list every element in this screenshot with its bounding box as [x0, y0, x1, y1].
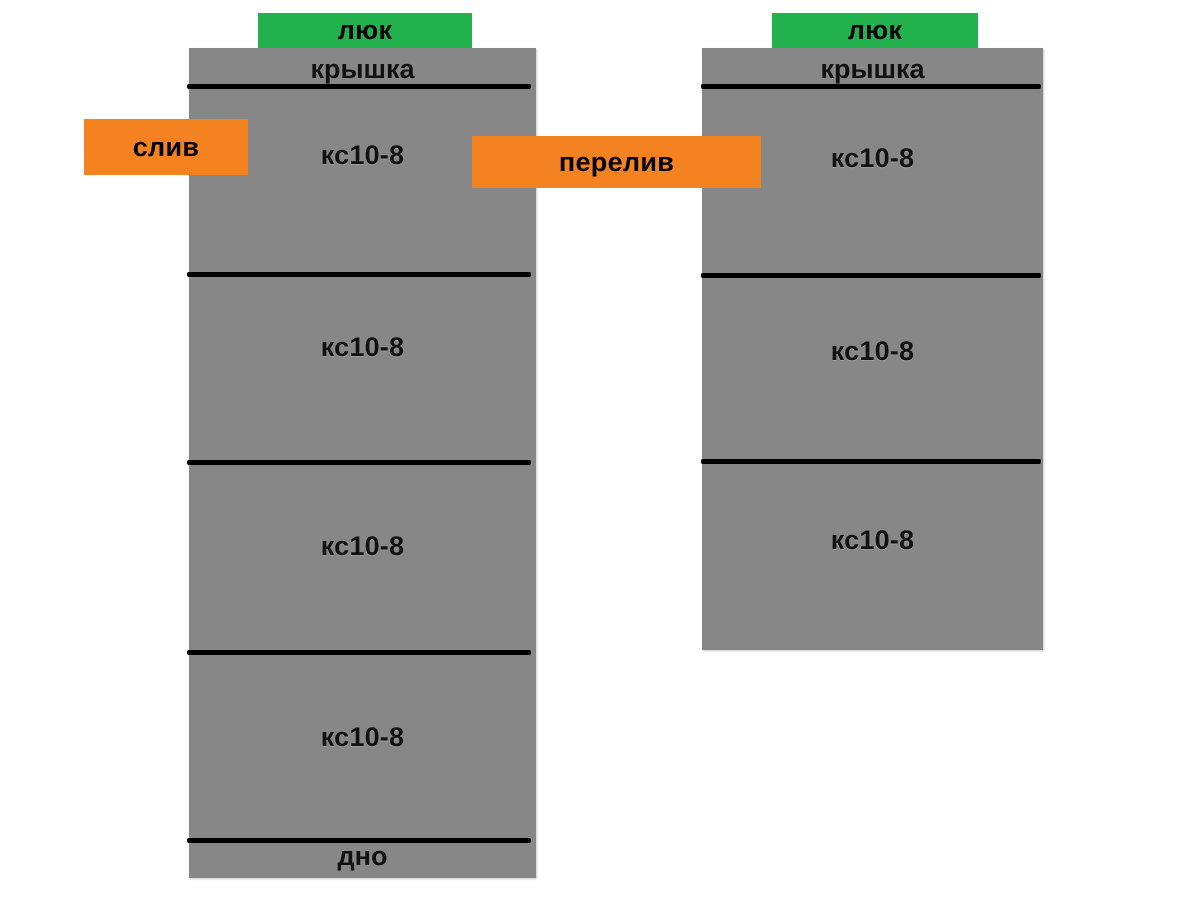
- left-well-cap-label: крышка: [310, 54, 415, 84]
- left-well-ring-label-3: кс10-8: [320, 531, 405, 561]
- right-well-ring-label-3: кс10-8: [830, 525, 915, 555]
- right-well-ring-label-1: кс10-8: [830, 143, 915, 173]
- right-well-hatch: люк: [772, 13, 978, 48]
- drain-pipe-label: слив: [132, 131, 200, 162]
- left-well-ring-label-1: кс10-8: [320, 140, 405, 170]
- right-well-ring-label-2: кс10-8: [830, 336, 915, 366]
- right-well-divider-cap: [701, 84, 1041, 89]
- left-well-divider-3: [187, 650, 531, 655]
- overflow-pipe: перелив: [472, 136, 761, 188]
- left-well-divider-2: [187, 460, 531, 465]
- left-well-divider-1: [187, 272, 531, 277]
- left-well-divider-bottom: [187, 838, 531, 843]
- right-well-hatch-label: люк: [847, 15, 903, 45]
- right-well-cap-label: крышка: [820, 54, 925, 84]
- right-well-divider-1: [701, 273, 1041, 278]
- overflow-pipe-label: перелив: [558, 146, 675, 177]
- drain-pipe: слив: [84, 119, 248, 175]
- left-well-divider-cap: [187, 84, 531, 89]
- left-well-hatch-label: люк: [337, 15, 393, 45]
- left-well-hatch: люк: [258, 13, 472, 48]
- left-well-bottom-label: дно: [337, 841, 388, 871]
- right-well-divider-2: [701, 459, 1041, 464]
- left-well-ring-label-4: кс10-8: [320, 722, 405, 752]
- left-well-ring-label-2: кс10-8: [320, 332, 405, 362]
